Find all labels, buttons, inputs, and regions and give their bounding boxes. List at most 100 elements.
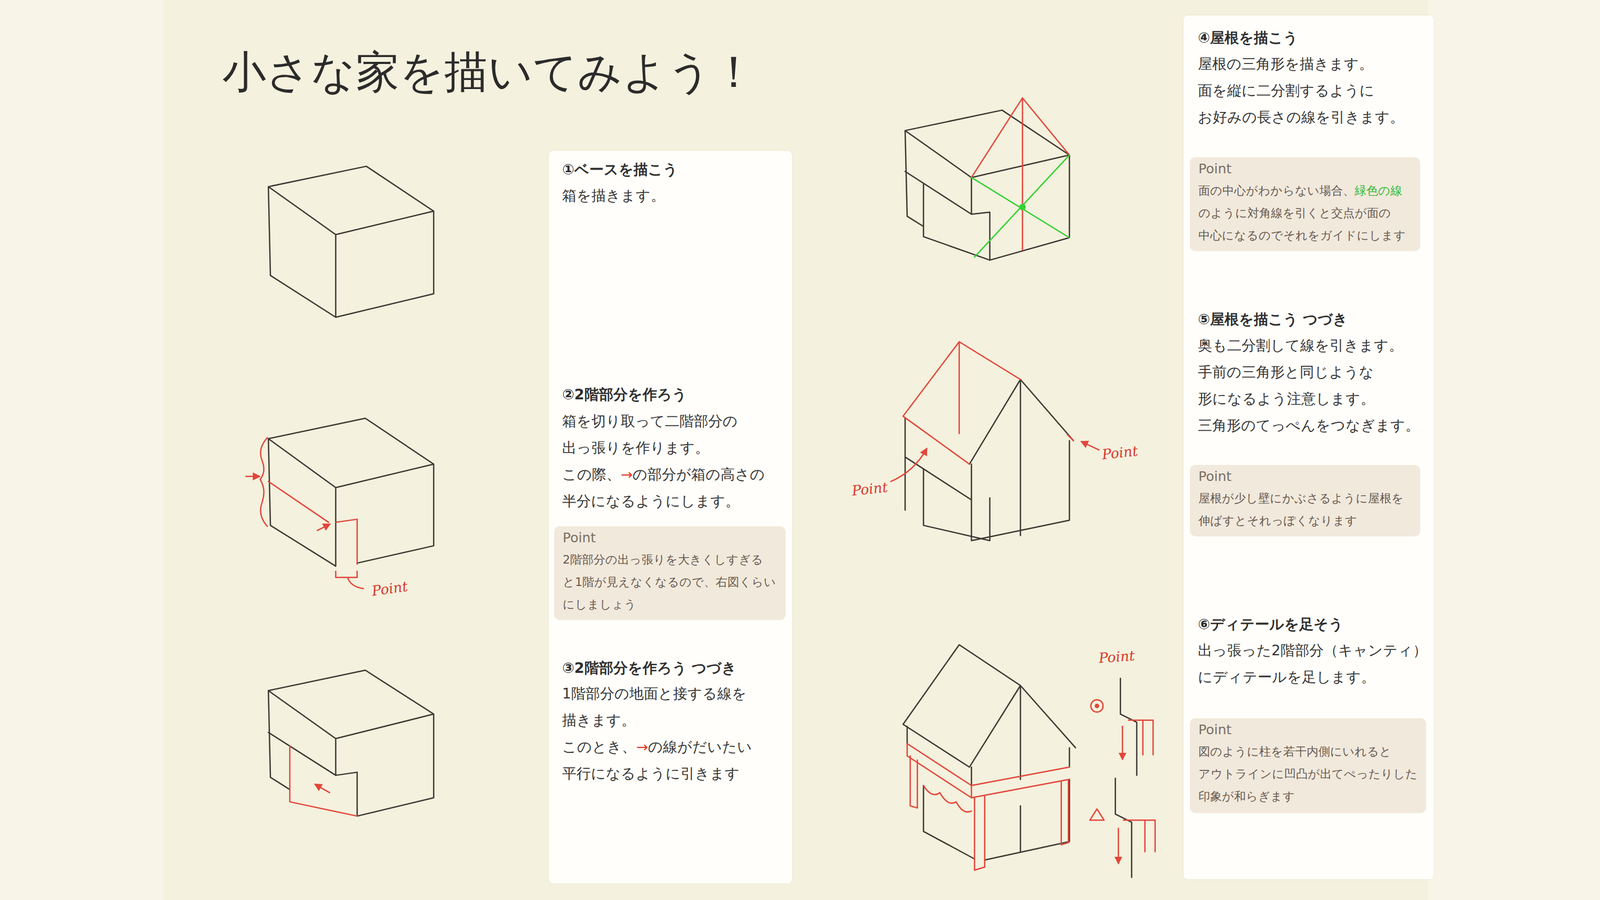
point-callout: Point: [1101, 442, 1140, 464]
diagonal-guide: [971, 155, 1070, 258]
text-line: Point: [1198, 721, 1232, 739]
text-slot: ③2階部分を作ろう つづき: [562, 658, 737, 678]
text-line: 1階部分の地面と接する線を: [562, 680, 752, 708]
text-line: ③2階部分を作ろう つづき: [562, 658, 737, 678]
point-body: 2階部分の出っ張りを大きくしすぎる と1階が見えなくなるので、右図くらい にしま…: [562, 548, 776, 616]
house-drawing: [905, 379, 1074, 541]
step-body: 箱を切り取って二階部分の 出っ張りを作ります。 この際、→の部分が箱の高さの 半…: [562, 408, 765, 515]
text-line: 図のように柱を若干内側にいれると: [1198, 740, 1418, 764]
text-slot: ⑥ディテールを足そう: [1197, 614, 1344, 635]
text-run: にしましょう: [562, 597, 637, 612]
section-post: [1123, 720, 1156, 853]
text-line: Point: [1098, 647, 1136, 668]
text-run: の部分が箱の高さの: [632, 466, 765, 483]
text-run: 印象が和らぎます: [1198, 789, 1295, 804]
point-heading: Point: [1198, 160, 1232, 178]
text-slot: 箱を描きます。: [562, 182, 666, 210]
text-line: 伸ばすとそれっぽくなります: [1198, 509, 1404, 533]
text-run: 図のように柱を若干内側にいれると: [1198, 745, 1392, 759]
text-run: 屋根が少し壁にかぶさるように屋根を: [1198, 491, 1404, 506]
good-mark: [1090, 700, 1103, 713]
text-line: 箱を切り取って二階部分の: [562, 408, 765, 435]
text-run: お好みの長さの線を引きます。: [1197, 108, 1405, 126]
text-line: 屋根の三角形を描きます。: [1197, 50, 1405, 78]
text-line: と1階が見えなくなるので、右図くらい: [562, 571, 776, 594]
text-line: にしましょう: [562, 593, 776, 616]
text-line: 面の中心がわからない場合、緑色の線: [1198, 179, 1406, 203]
house-drawing: [902, 644, 1076, 861]
text-run: 出っ張った2階部分（キャンティ）: [1197, 642, 1428, 659]
text-line: 半分になるようにします。: [562, 488, 765, 515]
text-slot: 出っ張った2階部分（キャンティ） にディテールを足します。: [1197, 637, 1428, 691]
cut-guide: [260, 437, 364, 589]
step-heading: ③2階部分を作ろう つづき: [562, 658, 737, 678]
text-run: 奥も二分割して線を引きます。: [1197, 337, 1404, 354]
text-run: と1階が見えなくなるので、右図くらい: [562, 575, 776, 589]
text-line: 描きます。: [562, 707, 752, 734]
text-run: Point: [1198, 161, 1232, 177]
box-drawing: [268, 166, 434, 318]
text-line: ⑥ディテールを足そう: [1197, 614, 1344, 635]
text-line: 2階部分の出っ張りを大きくしすぎる: [562, 548, 776, 572]
text-slot: 屋根の三角形を描きます。 面を縦に二分割するように お好みの長さの線を引きます。: [1197, 50, 1405, 131]
text-run: 平行になるように引きます: [562, 765, 740, 782]
step-panel: Point 面の中心がわからない場合、緑色の線 のように対角線を引くと交点が面の …: [1183, 15, 1434, 880]
box-drawing: [268, 418, 434, 566]
good-mark-dot: [1094, 704, 1100, 709]
text-run: 屋根の三角形を描きます。: [1197, 55, 1374, 72]
text-slot: ⑤屋根を描こう つづき: [1197, 309, 1348, 330]
house-drawing: [905, 110, 1070, 261]
text-run: ⑥ディテールを足そう: [1197, 616, 1344, 633]
text-run: 三角形のてっぺんをつなぎます。: [1197, 417, 1420, 434]
detail-line: [907, 744, 1070, 871]
text-line: にディテールを足します。: [1197, 664, 1428, 691]
step-body: 奥も二分割して線を引きます。 手前の三角形と同じような 形になるよう注意します。…: [1197, 332, 1420, 439]
text-run: ②2階部分を作ろう: [562, 386, 687, 403]
text-run: Point: [1198, 722, 1232, 738]
text-run: →: [620, 466, 633, 483]
text-line: 出っ張った2階部分（キャンティ）: [1197, 637, 1428, 664]
text-run: 緑色の線: [1354, 184, 1403, 198]
label-slot: Point: [851, 478, 890, 500]
guide-arrow: [315, 784, 330, 793]
text-run: の線がだいたい: [648, 738, 752, 756]
text-slot: ②2階部分を作ろう: [562, 385, 687, 405]
text-line: このとき、→の線がだいたい: [562, 733, 752, 761]
roof-guide: [902, 341, 1074, 465]
title-slot: 小さな家を描いてみよう！: [222, 45, 756, 99]
guide-arrow: [1117, 828, 1119, 864]
text-line: Point: [1198, 160, 1232, 178]
label-slot: Point: [1098, 647, 1136, 668]
point-body: 屋根が少し壁にかぶさるように屋根を 伸ばすとそれっぽくなります: [1198, 487, 1404, 533]
text-line: 中心になるのでそれをガイドにします: [1198, 224, 1406, 247]
point-body: 面の中心がわからない場合、緑色の線 のように対角線を引くと交点が面の 中心になる…: [1198, 179, 1406, 247]
guide-arrow: [245, 475, 260, 477]
text-line: のように対角線を引くと交点が面の: [1198, 202, 1406, 225]
text-run: この際、: [562, 466, 621, 483]
step-heading: ⑥ディテールを足そう: [1197, 614, 1344, 635]
text-run: 手前の三角形と同じような: [1197, 363, 1374, 381]
text-line: お好みの長さの線を引きます。: [1197, 104, 1405, 131]
text-line: Point: [370, 577, 409, 600]
text-run: 箱を描きます。: [562, 187, 666, 204]
text-run: ⑤屋根を描こう つづき: [1197, 310, 1348, 328]
text-run: 伸ばすとそれっぽくなります: [1198, 514, 1358, 528]
box-drawing: [268, 670, 434, 817]
text-run: 1階部分の地面と接する線を: [562, 685, 747, 702]
text-run: 面を縦に二分割するように: [1197, 82, 1375, 99]
section-drawing: [1115, 678, 1137, 878]
text-run: 小さな家を描いてみよう！: [222, 46, 756, 98]
text-run: 描きます。: [562, 712, 636, 729]
text-line: この際、→の部分が箱の高さの: [562, 461, 765, 488]
text-run: 箱を切り取って二階部分の: [562, 412, 738, 430]
text-line: ④屋根を描こう: [1197, 28, 1299, 48]
text-line: 出っ張りを作ります。: [562, 434, 765, 462]
text-run: 出っ張りを作ります。: [562, 439, 710, 456]
text-run: にディテールを足します。: [1197, 668, 1376, 686]
text-line: Point: [1198, 468, 1232, 486]
ground-line: [289, 746, 357, 817]
step-panel: Point2階部分の出っ張りを大きくしすぎる と1階が見えなくなるので、右図くら…: [548, 150, 792, 884]
text-line: 平行になるように引きます: [562, 760, 752, 788]
label-slot: Point: [1101, 442, 1140, 464]
